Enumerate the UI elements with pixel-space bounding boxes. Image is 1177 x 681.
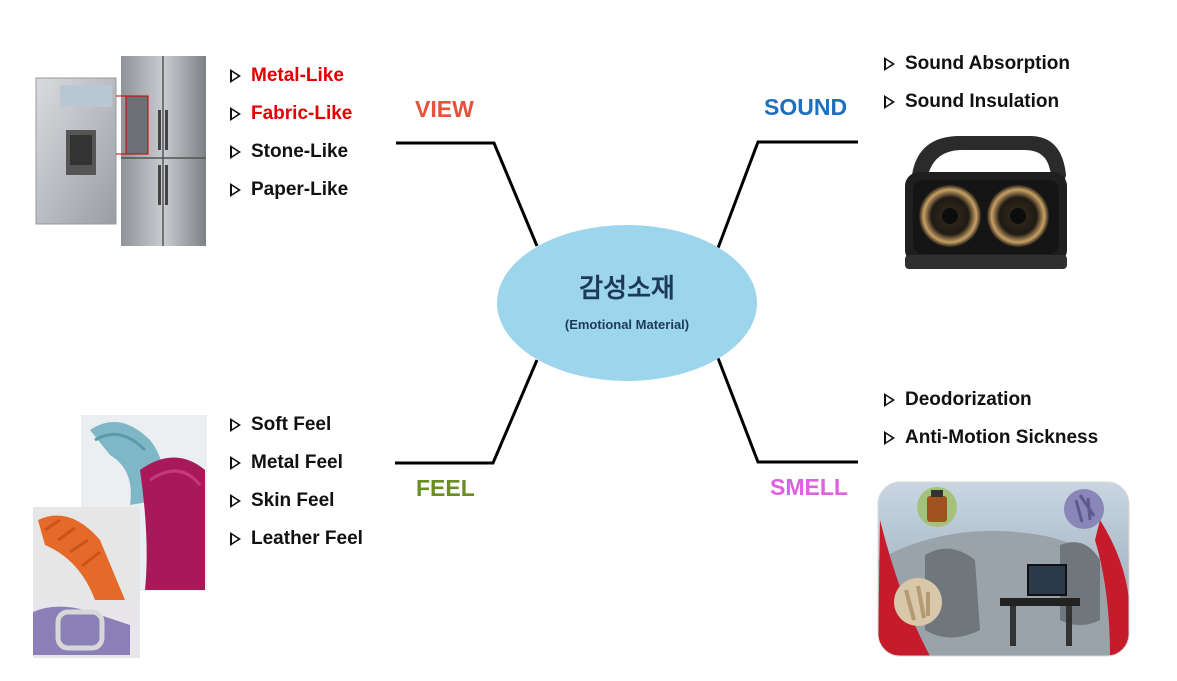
category-sound: SOUND: [764, 94, 848, 120]
center-label: 감성소재 (Emotional Material): [497, 268, 757, 332]
triangle-bullet-icon: [230, 494, 241, 508]
triangle-bullet-icon: [884, 393, 895, 407]
triangle-bullet-icon: [230, 183, 241, 197]
sound-list: Sound Absorption Sound Insulation: [884, 45, 1070, 121]
feel-list: Soft Feel Metal Feel Skin Feel Leather F…: [230, 406, 363, 558]
connector-smell: [716, 357, 858, 464]
list-item: Metal-Like: [230, 57, 352, 95]
smell-list: Deodorization Anti-Motion Sickness: [884, 381, 1098, 457]
triangle-bullet-icon: [230, 456, 241, 470]
list-item: Soft Feel: [230, 406, 363, 444]
triangle-bullet-icon: [230, 107, 241, 121]
category-feel: FEEL: [416, 475, 475, 501]
connector-view: [396, 141, 539, 247]
category-view: VIEW: [415, 96, 474, 122]
triangle-bullet-icon: [230, 418, 241, 432]
triangle-bullet-icon: [230, 69, 241, 83]
triangle-bullet-icon: [230, 532, 241, 546]
triangle-bullet-icon: [884, 95, 895, 109]
triangle-bullet-icon: [884, 431, 895, 445]
list-item: Leather Feel: [230, 520, 363, 558]
list-item: Anti-Motion Sickness: [884, 419, 1098, 457]
connector-feel: [395, 359, 539, 465]
connector-sound: [716, 140, 858, 249]
center-title: 감성소재: [579, 273, 675, 303]
list-item: Paper-Like: [230, 171, 352, 209]
triangle-bullet-icon: [884, 57, 895, 71]
list-item: Sound Insulation: [884, 83, 1070, 121]
list-item: Deodorization: [884, 381, 1098, 419]
list-item: Sound Absorption: [884, 45, 1070, 83]
center-ellipse: [497, 225, 757, 381]
list-item: Stone-Like: [230, 133, 352, 171]
list-item: Metal Feel: [230, 444, 363, 482]
category-smell: SMELL: [770, 474, 848, 500]
triangle-bullet-icon: [230, 145, 241, 159]
list-item: Fabric-Like: [230, 95, 352, 133]
center-subtitle: (Emotional Material): [564, 317, 690, 332]
list-item: Skin Feel: [230, 482, 363, 520]
view-list: Metal-Like Fabric-Like Stone-Like Paper-…: [230, 57, 352, 209]
